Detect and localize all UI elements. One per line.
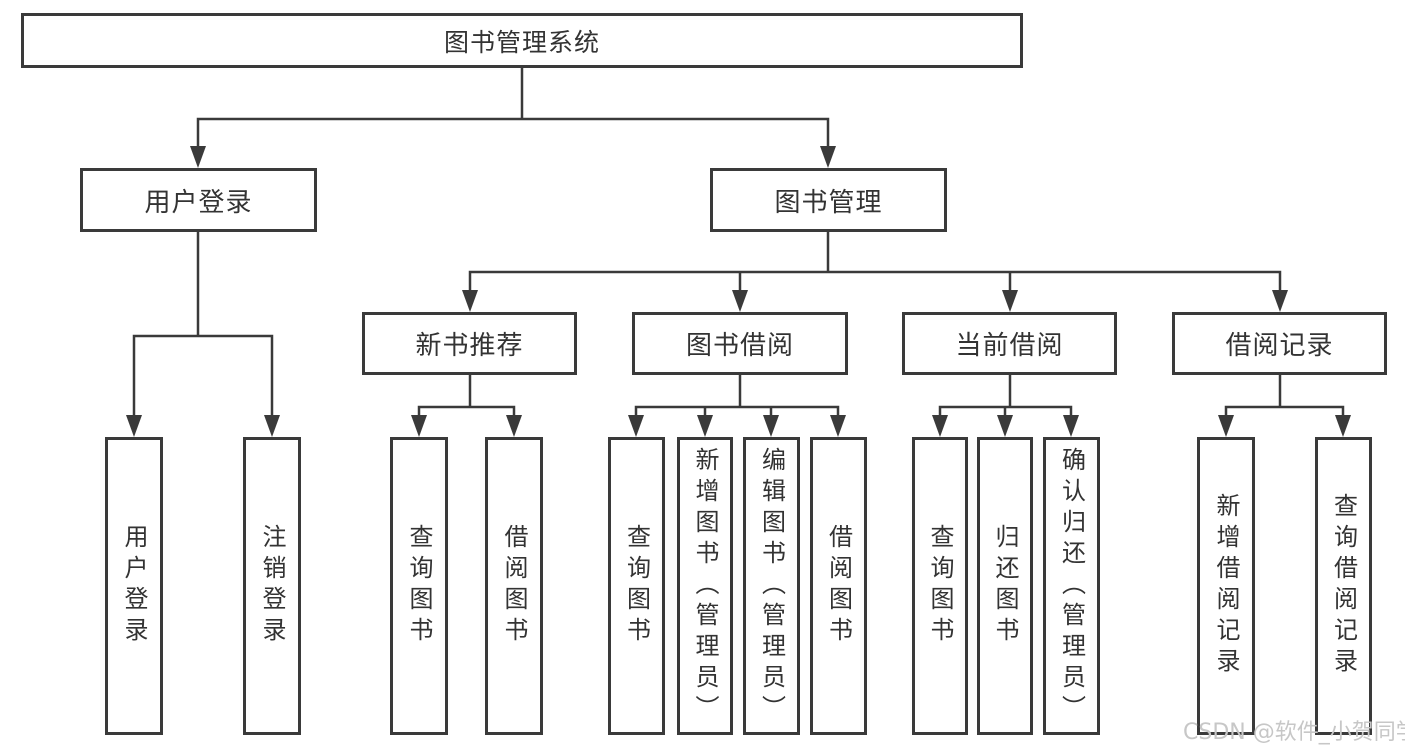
node-label: 当前借阅 — [955, 331, 1064, 361]
leaf-label: 新增借阅记录 — [1212, 493, 1240, 679]
node-label: 图书管理 — [774, 187, 883, 218]
leaf-logout: 注销登录 — [243, 437, 301, 735]
leaf-label: 注销登录 — [258, 524, 286, 648]
leaf-label: 用户登录 — [120, 524, 148, 648]
node-borrowing-records: 借阅记录 — [1172, 312, 1387, 375]
leaf-add-borrow-record: 新增借阅记录 — [1197, 437, 1255, 735]
node-label: 新书推荐 — [415, 331, 524, 361]
arrow-down-icon — [1218, 415, 1351, 437]
leaf-borrow-books: 借阅图书 — [485, 437, 543, 735]
csdn-watermark: CSDN @软件_小贺同学 — [1183, 720, 1405, 745]
connector-book-borrow-to-leaves — [634, 373, 840, 418]
leaf-label: 查询图书 — [622, 524, 651, 648]
node-current-borrowing: 当前借阅 — [902, 312, 1117, 375]
leaf-user-login: 用户登录 — [105, 437, 163, 735]
node-new-book-recommendation: 新书推荐 — [362, 312, 577, 375]
leaf-query-borrow-record: 查询借阅记录 — [1315, 437, 1372, 735]
leaf-label: 新增图书（管理员） — [691, 446, 719, 726]
arrow-down-icon — [411, 415, 522, 437]
connector-current-borrow-to-leaves — [938, 373, 1073, 418]
leaf-label: 确认归还（管理员） — [1057, 446, 1086, 726]
node-user-login: 用户登录 — [80, 168, 317, 232]
leaf-label: 编辑图书（管理员） — [757, 446, 786, 726]
connector-root-to-level2 — [196, 66, 830, 149]
leaf-borrow-books: 借阅图书 — [810, 437, 867, 735]
leaf-label: 借阅图书 — [500, 524, 528, 648]
connector-book-management-to-level3 — [468, 230, 1282, 293]
leaf-return-books: 归还图书 — [977, 437, 1033, 735]
node-label: 用户登录 — [144, 187, 253, 218]
node-label: 借阅记录 — [1225, 331, 1334, 361]
leaf-edit-books-admin: 编辑图书（管理员） — [743, 437, 800, 735]
leaf-label: 查询借阅记录 — [1329, 493, 1358, 679]
node-library-management-system: 图书管理系统 — [21, 13, 1023, 68]
leaf-query-books: 查询图书 — [608, 437, 665, 735]
arrow-down-icon — [462, 290, 1288, 312]
leaf-label: 查询图书 — [926, 524, 954, 648]
leaf-label: 查询图书 — [405, 524, 433, 648]
arrow-down-icon — [190, 146, 836, 168]
node-label: 图书借阅 — [685, 331, 794, 361]
leaf-add-books-admin: 新增图书（管理员） — [677, 437, 733, 735]
node-book-borrowing: 图书借阅 — [632, 312, 848, 375]
arrow-down-icon — [126, 415, 280, 437]
node-label: 图书管理系统 — [443, 27, 600, 57]
node-book-management: 图书管理 — [710, 168, 947, 232]
arrow-down-icon — [932, 415, 1079, 437]
leaf-query-books: 查询图书 — [390, 437, 448, 735]
leaf-label: 借阅图书 — [824, 524, 853, 648]
connector-user-login-to-leaves — [132, 230, 274, 418]
leaf-confirm-return-admin: 确认归还（管理员） — [1043, 437, 1100, 735]
arrow-down-icon — [628, 415, 846, 437]
connector-new-books-to-leaves — [417, 373, 516, 418]
leaf-label: 归还图书 — [991, 524, 1019, 648]
leaf-query-books: 查询图书 — [912, 437, 968, 735]
connector-borrow-records-to-leaves — [1224, 373, 1345, 418]
